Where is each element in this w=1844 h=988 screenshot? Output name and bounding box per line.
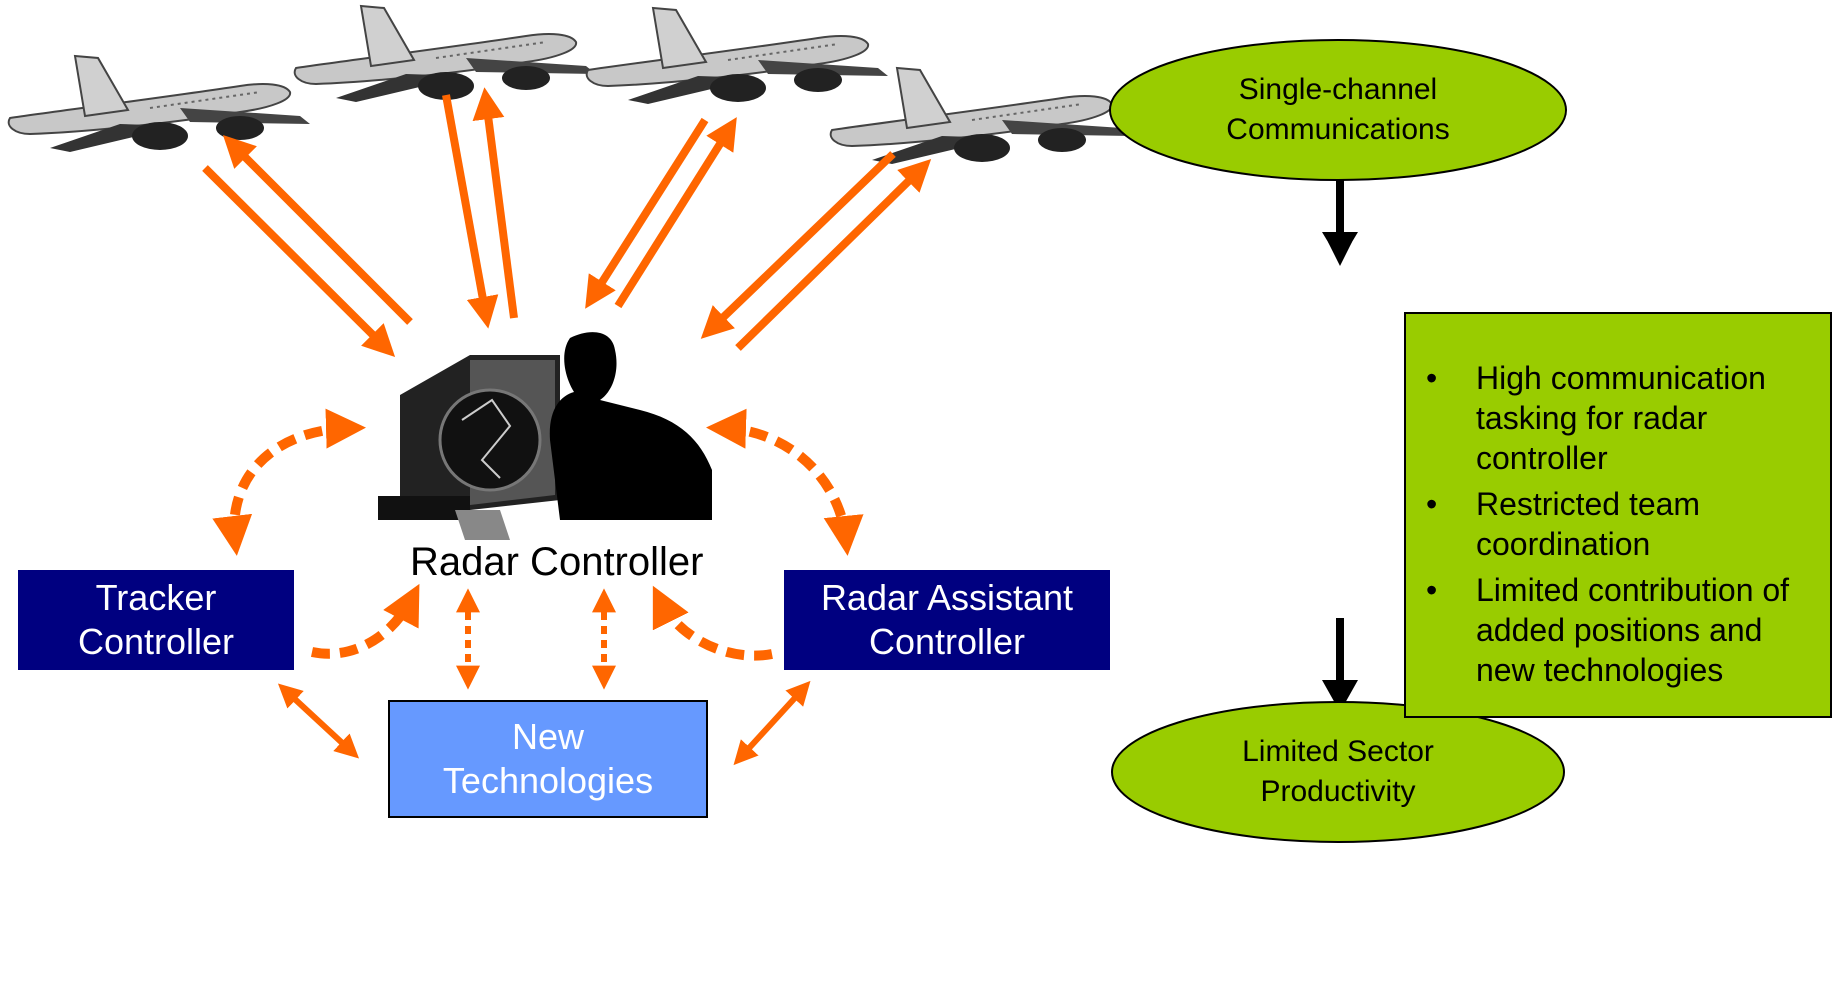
- tracker-to-controller-arrow: [212, 408, 366, 556]
- start-line1: Single-channel: [1238, 73, 1438, 106]
- airplane-icon-2: [293, 5, 597, 103]
- tracker-newtech-arrow: [277, 683, 360, 759]
- end-line1: Limited Sector: [1242, 735, 1434, 768]
- new-technologies-box: New Technologies: [388, 700, 708, 818]
- start-oval: Single-channel Communications: [1110, 40, 1566, 180]
- tracker-curve-arrow: [310, 583, 420, 659]
- newtech-line2: Technologies: [442, 760, 654, 801]
- airplane-icon-4: [829, 67, 1133, 165]
- controller-silhouette-icon: [378, 332, 712, 540]
- flow-arrowhead-1: [1322, 232, 1358, 262]
- effect-item-3: •Limited contribution of added positions…: [1426, 572, 1790, 688]
- airplane-icon-1: [7, 55, 312, 153]
- assistant-newtech-arrow: [733, 680, 811, 766]
- start-oval-shape: [1109, 39, 1567, 181]
- effect-item-2: •Restricted team coordination: [1426, 486, 1701, 562]
- flow-arrowhead-2: [1322, 680, 1358, 712]
- assistant-to-controller-arrow: [706, 408, 864, 556]
- end-oval: Limited Sector Productivity: [1112, 702, 1564, 842]
- tracker-line2: Controller: [77, 621, 235, 662]
- end-line2: Productivity: [1260, 775, 1416, 808]
- radar-assistant-box: Radar Assistant Controller: [784, 570, 1110, 670]
- arrow-to-plane-2: [472, 87, 518, 319]
- arrow-to-plane-1: [222, 134, 413, 325]
- effect-text-1: High communication tasking for radar con…: [1476, 360, 1766, 476]
- effect-item-1: •High communication tasking for radar co…: [1426, 360, 1766, 476]
- effects-list: •High communication tasking for radar co…: [1406, 314, 1830, 690]
- airplane-icon-3: [585, 7, 889, 105]
- arrow-to-plane-4: [735, 159, 932, 351]
- arrow-to-controller-4: [700, 151, 896, 339]
- start-line2: Communications: [1226, 113, 1450, 146]
- arrow-to-plane-3: [614, 117, 737, 309]
- effect-text-2: Restricted team coordination: [1476, 486, 1701, 562]
- assistant-line1: Radar Assistant: [820, 577, 1074, 618]
- radar-controller-label: Radar Controller: [410, 540, 704, 584]
- arrow-to-controller-1: [202, 165, 396, 358]
- assistant-curve-arrow: [652, 585, 773, 661]
- arrow-to-controller-3: [585, 117, 709, 309]
- tracker-line1: Tracker: [95, 577, 217, 618]
- end-oval-shape: [1111, 701, 1565, 843]
- assistant-line2: Controller: [868, 621, 1026, 662]
- newtech-line1: New: [511, 716, 585, 757]
- flow-shaft-1: [1336, 176, 1344, 234]
- effect-text-3: Limited contribution of added positions …: [1476, 572, 1790, 688]
- effects-box: •High communication tasking for radar co…: [1404, 312, 1832, 718]
- arrow-to-controller-2: [442, 94, 499, 329]
- flow-shaft-2: [1336, 618, 1344, 682]
- tracker-controller-box: Tracker Controller: [18, 570, 294, 670]
